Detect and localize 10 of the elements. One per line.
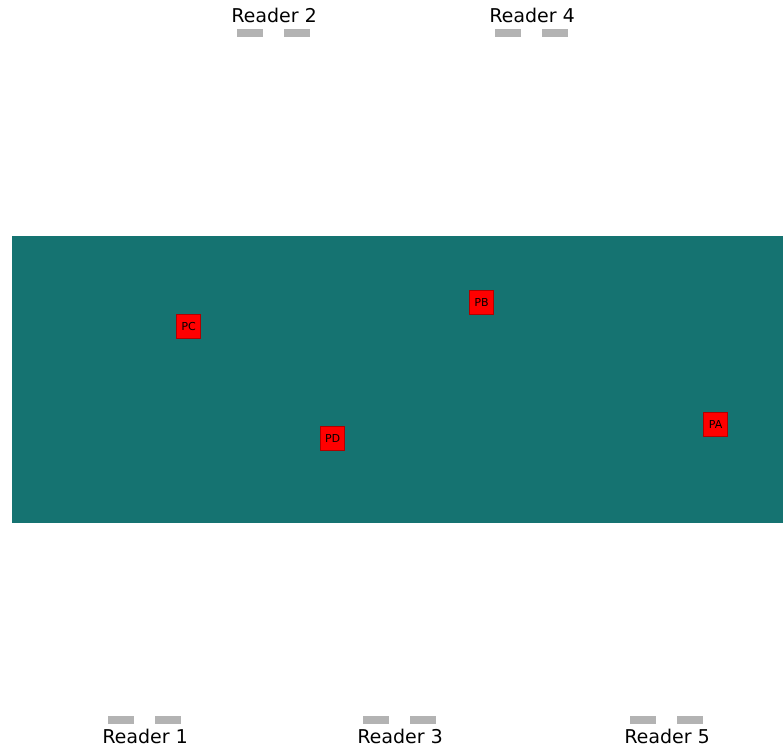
reader-label: Reader 2 [231,5,317,27]
tag-marker: PB [469,290,494,315]
reader-label: Reader 4 [489,5,575,27]
reader-label: Reader 1 [102,726,188,748]
reader-label: Reader 3 [357,726,443,748]
reader-label: Reader 5 [624,726,710,748]
tag-marker: PD [320,426,345,451]
tag-marker: PC [176,314,201,339]
coverage-area [12,236,783,523]
tag-marker: PA [703,412,728,437]
